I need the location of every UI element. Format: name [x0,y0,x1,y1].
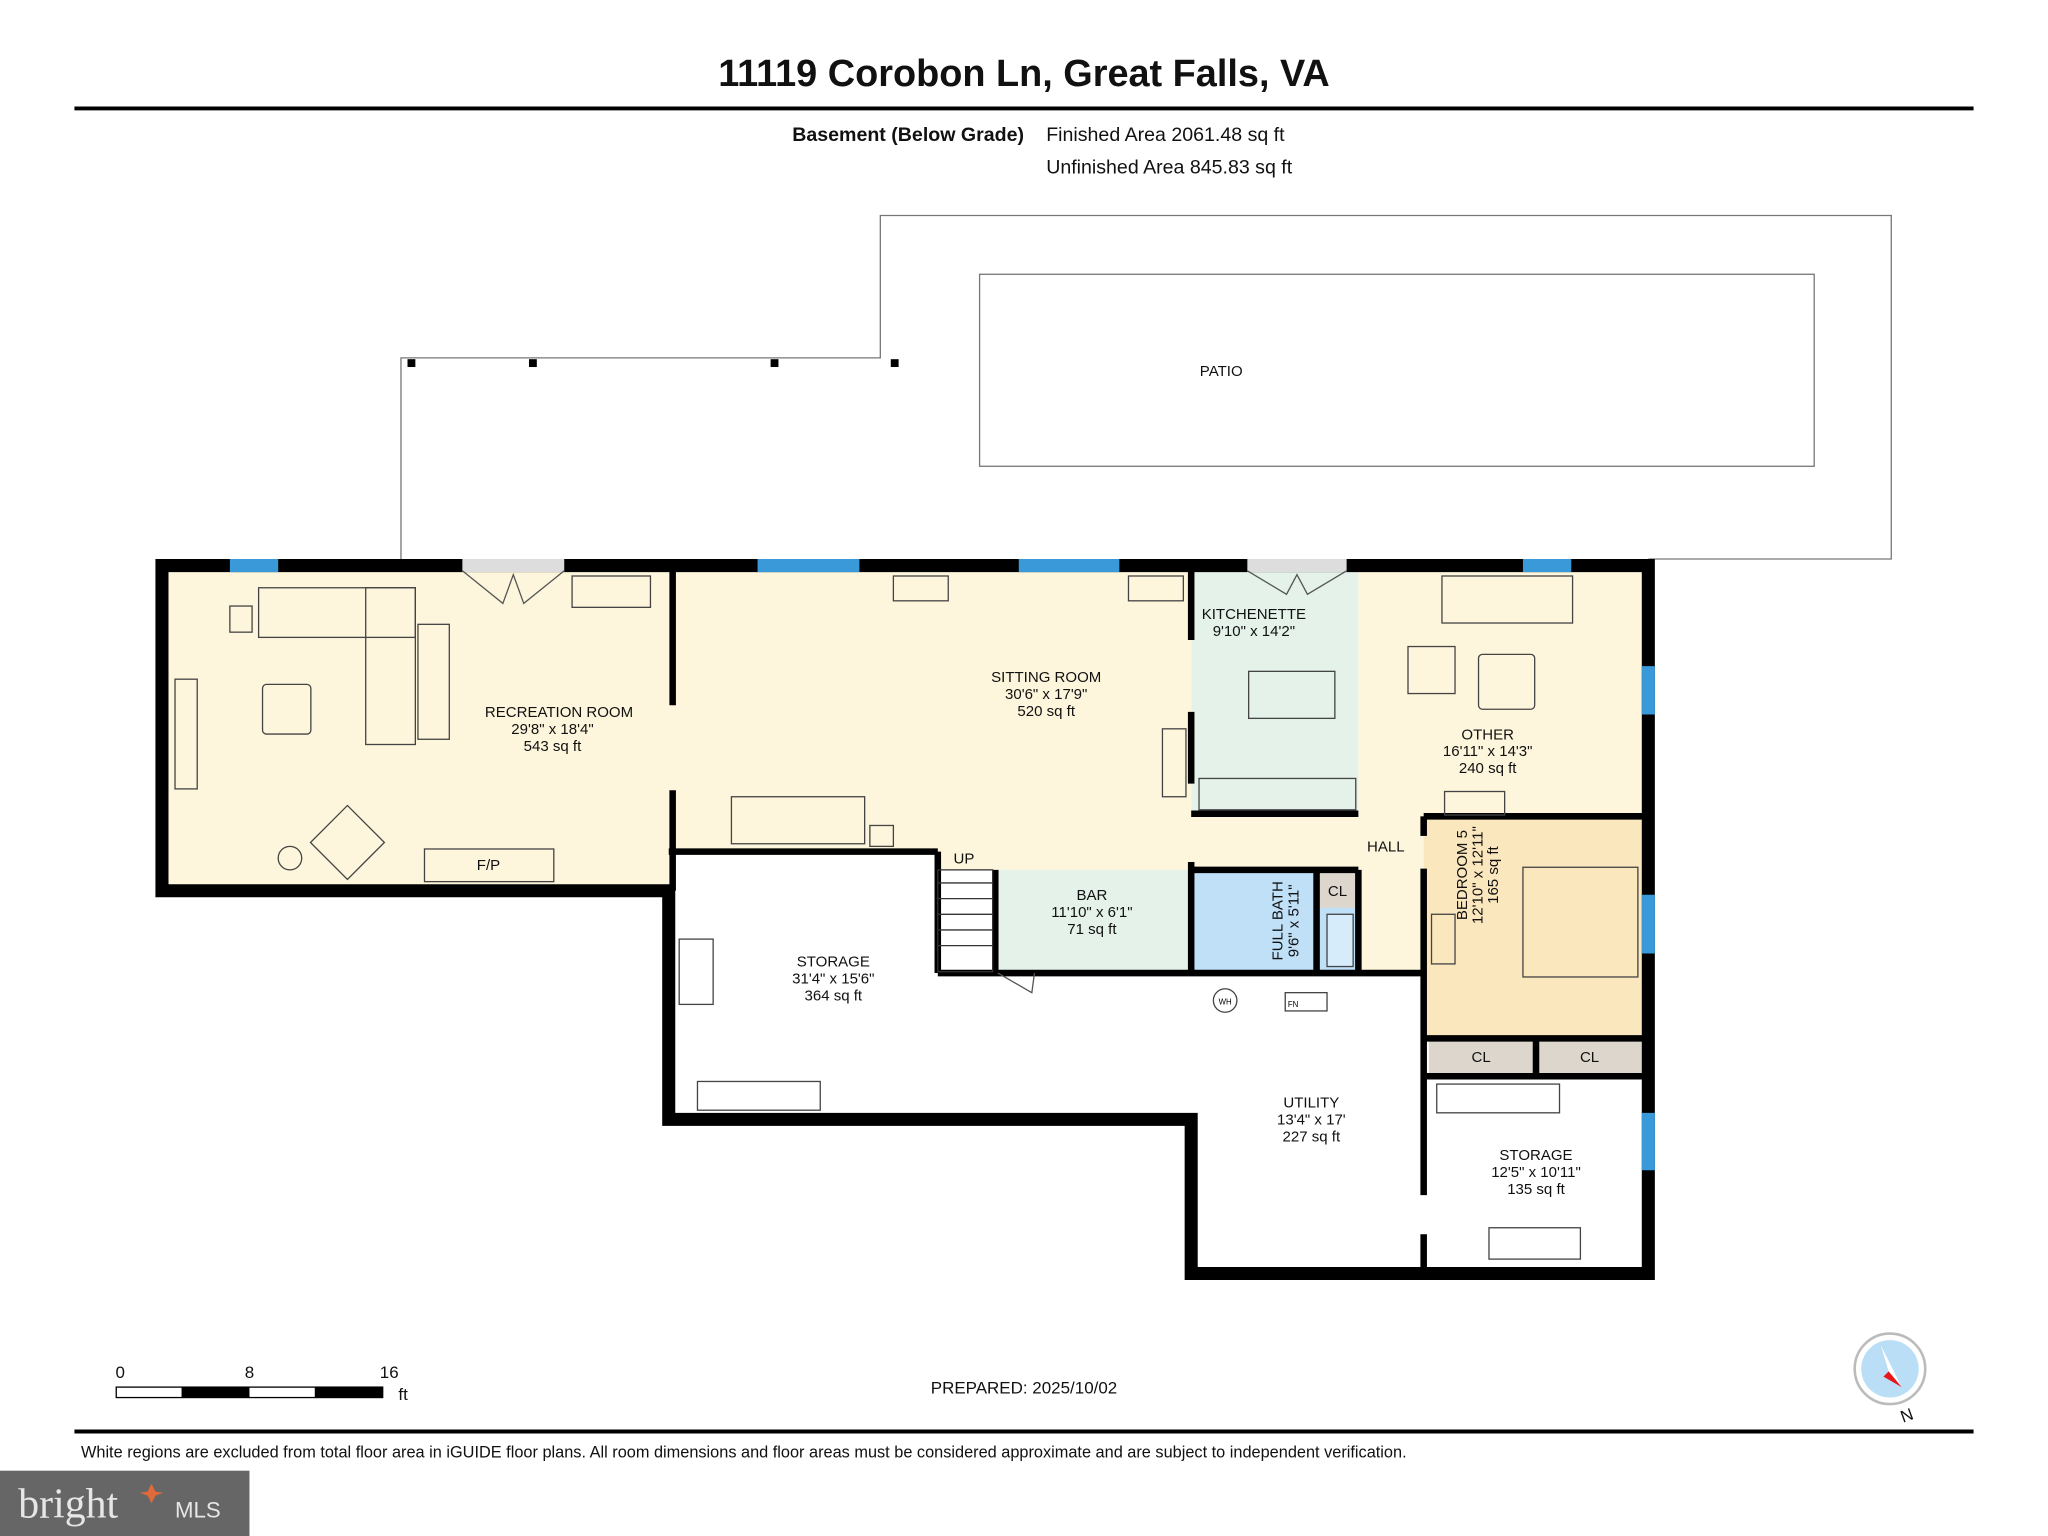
svg-text:11'10" x 6'1": 11'10" x 6'1" [1051,904,1132,921]
sitting-room-area [668,565,1192,852]
svg-text:30'6" x 17'9": 30'6" x 17'9" [1005,686,1087,703]
svg-text:12'5" x 10'11": 12'5" x 10'11" [1491,1164,1581,1181]
svg-text:ft: ft [398,1385,408,1404]
svg-text:364 sq ft: 364 sq ft [805,987,863,1004]
doors[interactable] [461,559,1347,994]
svg-text:9'6" x 5'11": 9'6" x 5'11" [1285,884,1302,957]
prepared-date: PREPARED: 2025/10/02 [931,1379,1117,1398]
bar-area [995,869,1192,974]
other-label: OTHER 16'11" x 14'3" 240 sq ft [1443,726,1533,777]
storage-right-label: STORAGE 12'5" x 10'11" 135 sq ft [1491,1147,1581,1198]
svg-text:12'10" x 12'11": 12'10" x 12'11" [1469,826,1486,924]
sitting-room-label: SITTING ROOM 30'6" x 17'9" 520 sq ft [991,669,1101,720]
svg-text:165 sq ft: 165 sq ft [1485,845,1502,903]
svg-text:240 sq ft: 240 sq ft [1459,760,1517,777]
fireplace [423,848,555,883]
svg-text:OTHER: OTHER [1461,726,1514,743]
disclaimer: White regions are excluded from total fl… [81,1444,1407,1462]
bath-closet-label: CL [1328,883,1347,900]
storage-left-label: STORAGE 31'4" x 15'6" 364 sq ft [792,954,874,1005]
svg-text:BEDROOM 5: BEDROOM 5 [1454,830,1471,920]
svg-text:FULL BATH: FULL BATH [1270,881,1287,960]
hall-label: HALL [1367,839,1405,856]
furnace-label: FN [1288,1000,1299,1009]
finished-area: Finished Area 2061.48 sq ft [1046,124,1285,146]
stairs [937,869,994,973]
patio-label: PATIO [1200,363,1243,380]
bright-mls-logo: bright MLS [0,1470,250,1536]
svg-text:520 sq ft: 520 sq ft [1017,703,1075,720]
other-area [1358,565,1649,814]
svg-text:71 sq ft: 71 sq ft [1067,921,1117,938]
fireplace-label: F/P [477,857,500,874]
svg-text:227 sq ft: 227 sq ft [1283,1129,1341,1146]
patio-area [978,273,1815,467]
patio-outline [400,214,1892,560]
interior-walls [668,570,1649,1274]
level-label: Basement (Below Grade) [792,124,1024,146]
windows [229,559,1655,1171]
unfinished-area: Unfinished Area 845.83 sq ft [1046,157,1293,179]
bedroom-5-label: BEDROOM 5 12'10" x 12'11" 165 sq ft [1454,826,1502,924]
bar-label: BAR 11'10" x 6'1" 71 sq ft [1051,887,1132,938]
svg-text:0: 0 [115,1363,124,1382]
svg-text:N: N [1898,1405,1916,1427]
patio-posts [407,359,899,368]
kitchenette-label: KITCHENETTE 9'10" x 14'2" [1202,606,1306,640]
closet-right-label: CL [1580,1049,1599,1066]
page-title: 11119 Corobon Ln, Great Falls, VA [718,53,1330,95]
water-heater-label: WH [1219,997,1232,1006]
svg-text:13'4" x 17': 13'4" x 17' [1277,1112,1346,1129]
full-bath-label: FULL BATH 9'6" x 5'11" [1270,881,1303,960]
closet-right-area [1538,1038,1644,1074]
svg-text:29'8" x 18'4": 29'8" x 18'4" [511,721,593,738]
exterior-wall [155,559,1655,1280]
svg-text:135 sq ft: 135 sq ft [1507,1181,1565,1198]
utility-label: UTILITY 13'4" x 17' 227 sq ft [1277,1095,1346,1146]
svg-text:MLS: MLS [175,1498,221,1523]
sitting-room-lower [940,851,1192,870]
svg-text:bright: bright [18,1482,118,1528]
svg-text:16: 16 [380,1363,399,1382]
recreation-room-label: RECREATION ROOM 29'8" x 18'4" 543 sq ft [485,704,633,755]
up-label: UP [953,850,974,867]
svg-text:RECREATION ROOM: RECREATION ROOM [485,704,633,721]
svg-text:STORAGE: STORAGE [1499,1147,1572,1164]
svg-text:8: 8 [245,1363,254,1382]
svg-text:BAR: BAR [1076,887,1107,904]
bath-closet-area [1319,872,1356,908]
closet-left-area [1428,1038,1534,1074]
bedroom-area [1423,816,1649,1039]
scale-bar: 0 8 16 ft [115,1363,408,1404]
svg-text:31'4" x 15'6": 31'4" x 15'6" [792,971,874,988]
svg-text:UTILITY: UTILITY [1283,1095,1339,1112]
compass-icon: N [1853,1332,1927,1427]
kitchenette-area [1191,565,1359,814]
svg-text:SITTING ROOM: SITTING ROOM [991,669,1101,686]
svg-text:16'11" x 14'3": 16'11" x 14'3" [1443,743,1533,760]
svg-text:9'10" x 14'2": 9'10" x 14'2" [1213,623,1295,640]
svg-text:STORAGE: STORAGE [797,954,870,971]
svg-text:543 sq ft: 543 sq ft [524,738,582,755]
svg-text:KITCHENETTE: KITCHENETTE [1202,606,1306,623]
furniture [174,575,1639,1260]
closet-left-label: CL [1472,1049,1491,1066]
